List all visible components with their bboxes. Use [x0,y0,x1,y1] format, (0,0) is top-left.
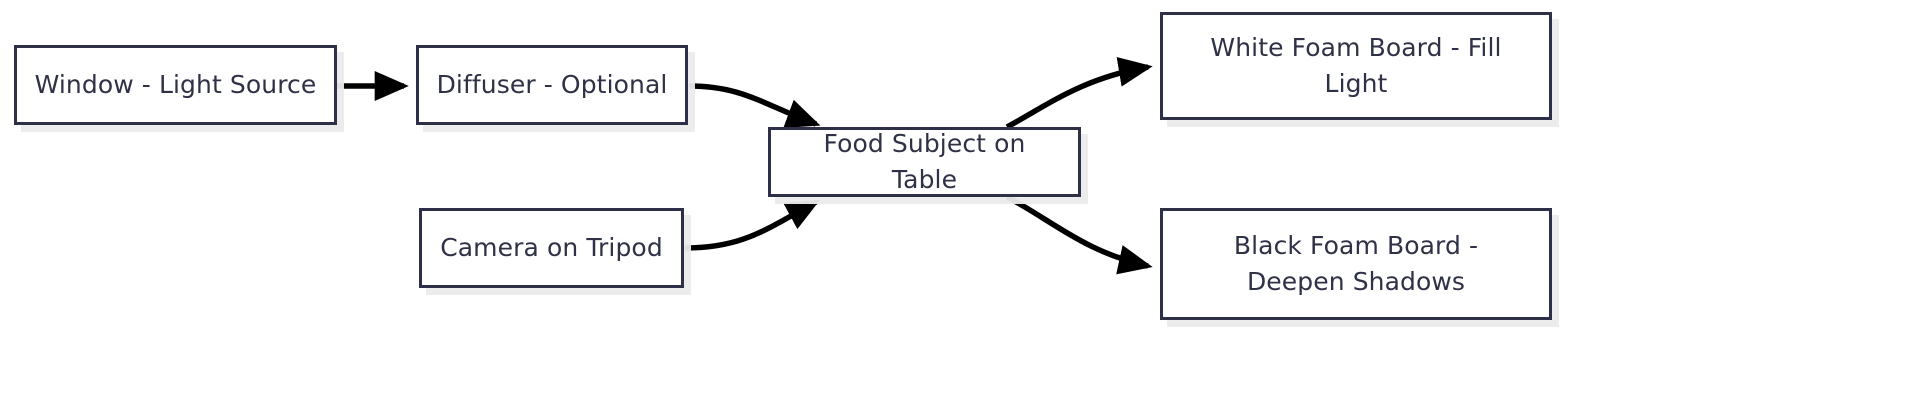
node-label: Black Foam Board - Deepen Shadows [1233,230,1479,296]
node-label: Camera on Tripod [440,232,663,262]
edge-food-to-black-foam-board [1005,194,1153,275]
node-label: Food Subject on Table [823,128,1026,194]
node-white-foam-board-fill-light[interactable]: White Foam Board - Fill Light [1160,12,1552,120]
node-food-subject-on-table[interactable]: Food Subject on Table [768,127,1081,197]
node-label: Window - Light Source [34,69,317,99]
node-diffuser-optional[interactable]: Diffuser - Optional [416,45,688,125]
node-label: White Foam Board - Fill Light [1210,32,1502,98]
node-black-foam-board-deepen-shadows[interactable]: Black Foam Board - Deepen Shadows [1160,208,1552,320]
edge-food-to-white-foam-board [1005,57,1153,130]
node-camera-on-tripod[interactable]: Camera on Tripod [419,208,684,288]
edge-camera-to-food [684,199,821,251]
node-window-light-source[interactable]: Window - Light Source [14,45,337,125]
edge-diffuser-to-food [688,83,821,128]
node-label: Diffuser - Optional [436,69,668,99]
